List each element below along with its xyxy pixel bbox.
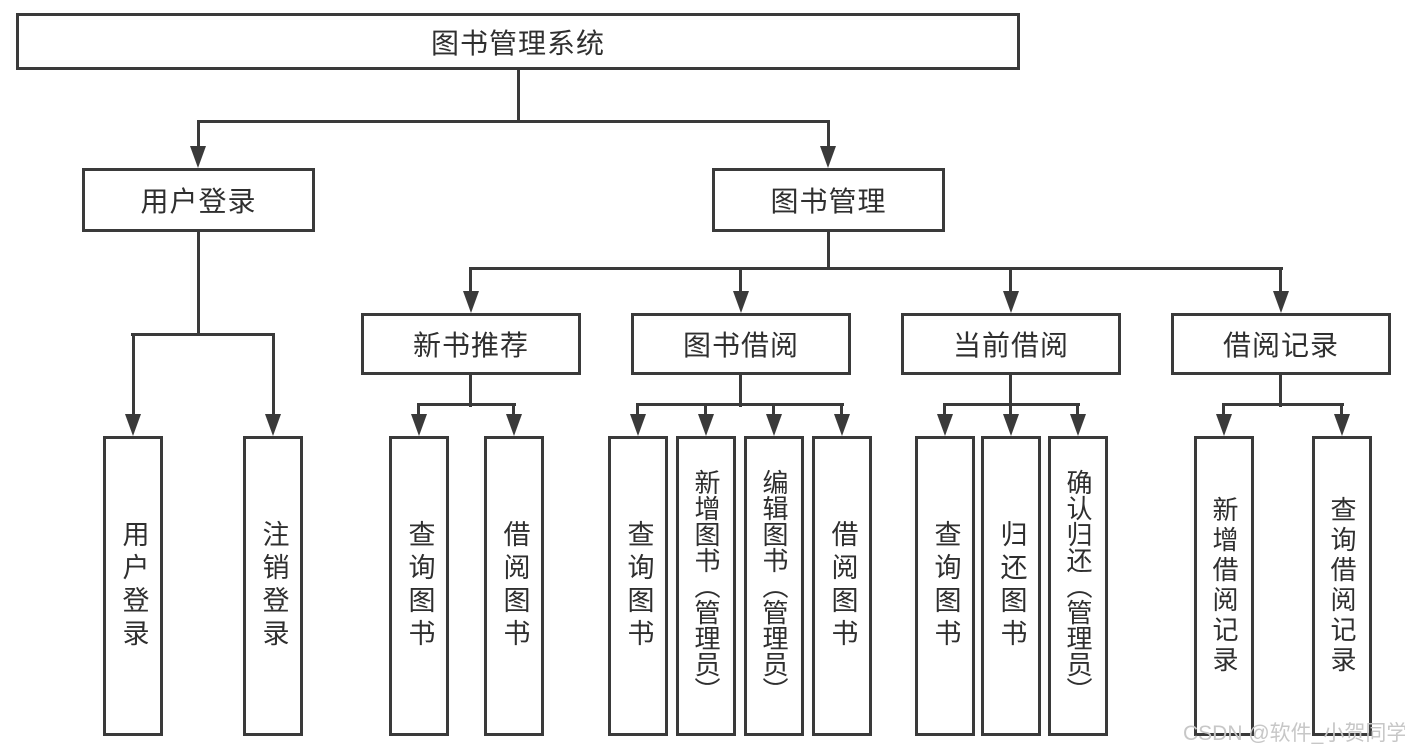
leaf-borrow-books: 借阅图书 <box>812 436 872 736</box>
leaf-label: 新增图书（管理员） <box>691 469 721 703</box>
connector-vline <box>1279 267 1282 293</box>
leaf-label: 借阅图书 <box>499 520 530 652</box>
arrow-down-icon <box>463 291 479 313</box>
connector-hline <box>417 403 516 406</box>
leaf-user-login: 用户登录 <box>103 436 163 736</box>
connector-vline <box>827 120 830 148</box>
node-book-management: 图书管理 <box>712 168 945 232</box>
leaf-label: 新增借阅记录 <box>1209 496 1239 676</box>
arrow-down-icon <box>733 291 749 313</box>
leaf-label: 查询图书 <box>404 520 435 652</box>
connector-vline <box>272 333 275 415</box>
connector-vline <box>704 403 707 416</box>
arrow-down-icon <box>125 414 141 436</box>
connector-vline <box>469 375 472 407</box>
leaf-label: 查询图书 <box>930 520 961 652</box>
arrow-down-icon <box>937 414 953 436</box>
connector-vline <box>840 403 843 416</box>
connector-vline <box>197 120 200 148</box>
arrow-down-icon <box>411 414 427 436</box>
arrow-down-icon <box>265 414 281 436</box>
leaf-query-books-current: 查询图书 <box>915 436 975 736</box>
leaf-label: 编辑图书（管理员） <box>759 469 789 703</box>
connector-vline <box>1222 403 1225 416</box>
leaf-return-books: 归还图书 <box>981 436 1041 736</box>
connector-hline <box>131 333 274 336</box>
arrow-down-icon <box>190 146 206 168</box>
node-current-borrowing: 当前借阅 <box>901 313 1121 375</box>
arrow-down-icon <box>1070 414 1086 436</box>
leaf-borrow-books-recommend: 借阅图书 <box>484 436 544 736</box>
connector-hline <box>197 120 830 123</box>
connector-vline <box>512 403 515 416</box>
connector-vline <box>1009 267 1012 293</box>
leaf-label: 注销登录 <box>258 520 289 652</box>
arrow-down-icon <box>766 414 782 436</box>
leaf-add-books-admin: 新增图书（管理员） <box>676 436 736 736</box>
arrow-down-icon <box>630 414 646 436</box>
leaf-label: 归还图书 <box>996 520 1027 652</box>
leaf-label: 用户登录 <box>118 520 149 652</box>
leaf-label: 确认归还（管理员） <box>1063 469 1093 703</box>
connector-vline <box>739 267 742 293</box>
connector-vline <box>1009 403 1012 416</box>
arrow-down-icon <box>506 414 522 436</box>
node-borrowing-records: 借阅记录 <box>1171 313 1391 375</box>
connector-hline <box>469 267 1283 270</box>
connector-vline <box>1340 403 1343 416</box>
leaf-logout: 注销登录 <box>243 436 303 736</box>
connector-vline <box>197 232 200 336</box>
arrow-down-icon <box>1003 414 1019 436</box>
leaf-add-borrow-record: 新增借阅记录 <box>1194 436 1254 736</box>
arrow-down-icon <box>820 146 836 168</box>
connector-vline <box>469 267 472 293</box>
arrow-down-icon <box>1216 414 1232 436</box>
connector-vline <box>417 403 420 416</box>
leaf-label: 查询图书 <box>623 520 654 652</box>
arrow-down-icon <box>1273 291 1289 313</box>
leaf-edit-books-admin: 编辑图书（管理员） <box>744 436 804 736</box>
connector-vline <box>772 403 775 416</box>
node-book-borrowing: 图书借阅 <box>631 313 851 375</box>
node-new-book-recommendation: 新书推荐 <box>361 313 581 375</box>
connector-vline <box>1279 375 1282 407</box>
node-user-login: 用户登录 <box>82 168 315 232</box>
leaf-label: 查询借阅记录 <box>1327 496 1357 676</box>
arrow-down-icon <box>698 414 714 436</box>
connector-vline <box>1009 375 1012 407</box>
node-root-library-system: 图书管理系统 <box>16 13 1020 70</box>
connector-vline <box>517 70 520 122</box>
leaf-confirm-return-admin: 确认归还（管理员） <box>1048 436 1108 736</box>
leaf-query-borrow-record: 查询借阅记录 <box>1312 436 1372 736</box>
connector-vline <box>943 403 946 416</box>
connector-hline <box>1222 403 1344 406</box>
arrow-down-icon <box>1334 414 1350 436</box>
connector-vline <box>1076 403 1079 416</box>
connector-vline <box>132 333 135 415</box>
arrow-down-icon <box>1003 291 1019 313</box>
leaf-query-books-borrowing: 查询图书 <box>608 436 668 736</box>
connector-vline <box>636 403 639 416</box>
connector-hline <box>636 403 844 406</box>
leaf-label: 借阅图书 <box>827 520 858 652</box>
csdn-watermark: CSDN @软件_小贺同学 <box>1183 722 1405 745</box>
connector-vline <box>827 232 830 270</box>
leaf-query-books-recommend: 查询图书 <box>389 436 449 736</box>
connector-vline <box>739 375 742 407</box>
arrow-down-icon <box>834 414 850 436</box>
